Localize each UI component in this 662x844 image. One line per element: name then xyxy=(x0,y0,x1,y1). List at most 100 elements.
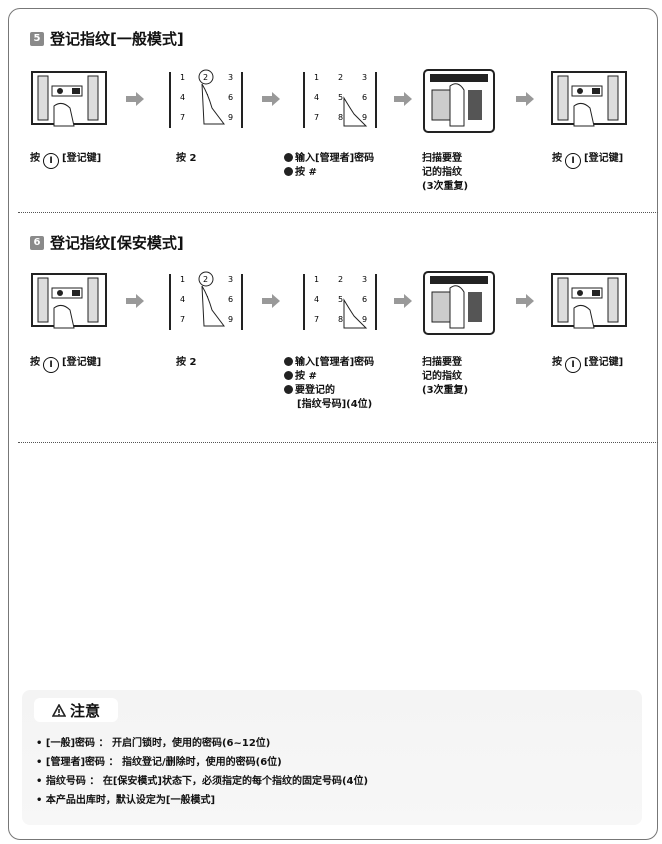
svg-text:1: 1 xyxy=(314,275,319,284)
svg-text:3: 3 xyxy=(228,73,233,82)
keypad-illustration: 123 456 789 xyxy=(169,69,243,128)
section-divider xyxy=(18,212,658,213)
caption-text: 输入[管理者]密码 xyxy=(295,357,375,368)
caption-text: 要登记的 xyxy=(295,385,335,396)
notice-item: 本产品出库时，默认设定为[一般模式] xyxy=(36,791,368,810)
step-caption: 按 2 xyxy=(176,357,197,368)
caption-text: [登记键] xyxy=(62,357,102,368)
step-caption: 输入[管理者]密码 按 # xyxy=(284,152,374,180)
step-caption: 输入[管理者]密码 按 # 要登记的 [指纹号码](4位) xyxy=(284,356,374,412)
section-number-icon: 5 xyxy=(30,31,44,46)
svg-text:8: 8 xyxy=(338,113,343,122)
warning-triangle-icon xyxy=(51,703,66,717)
caption-bullet-line: 要登记的 xyxy=(284,384,374,398)
illus-register-key-end xyxy=(550,270,630,344)
fingerprint-scanner-illustration xyxy=(423,271,495,335)
door-lock-illustration xyxy=(551,273,627,329)
svg-text:5: 5 xyxy=(338,93,343,102)
section-title-normal-mode: 5 登记指纹[一般模式] xyxy=(30,28,184,49)
svg-text:6: 6 xyxy=(362,93,367,102)
notice-list: [一般]密码 ： 开启门锁时，使用的密码(6~12位) [管理者]密码 ： 指纹… xyxy=(36,734,368,810)
bullet-1-icon xyxy=(284,357,293,366)
svg-text:9: 9 xyxy=(362,315,367,324)
section-title-secure-mode: 6 登记指纹[保安模式] xyxy=(30,232,184,253)
step-caption: 扫描要登 记的指纹 (3次重复) xyxy=(422,152,468,194)
svg-text:2: 2 xyxy=(203,275,208,284)
caption-text: [登记键] xyxy=(584,357,624,368)
bullet-3-icon xyxy=(284,385,293,394)
arrow-right-icon xyxy=(516,92,534,106)
svg-text:6: 6 xyxy=(362,295,367,304)
svg-text:4: 4 xyxy=(314,93,319,102)
caption-text: 扫描要登 xyxy=(422,357,462,368)
section-title-text: 登记指纹[保安模式] xyxy=(50,234,184,252)
bullet-2-icon xyxy=(284,167,293,176)
arrow-right-icon xyxy=(126,92,144,106)
section-number-icon: 6 xyxy=(30,235,44,250)
illus-fingerprint-scan xyxy=(420,268,500,346)
svg-text:4: 4 xyxy=(180,295,185,304)
door-lock-illustration xyxy=(31,71,107,127)
svg-text:9: 9 xyxy=(362,113,367,122)
keypad-illustration: 123 456 789 xyxy=(169,271,243,330)
svg-text:7: 7 xyxy=(314,113,319,122)
caption-text: (3次重复) xyxy=(422,181,469,192)
caption-bullet-line: 输入[管理者]密码 xyxy=(284,356,374,370)
svg-text:4: 4 xyxy=(314,295,319,304)
notice-item: [一般]密码 ： 开启门锁时，使用的密码(6~12位) xyxy=(36,734,368,753)
caption-text: 记的指纹 xyxy=(422,167,462,178)
notice-item: [管理者]密码 ： 指纹登记/删除时，使用的密码(6位) xyxy=(36,753,368,772)
svg-text:6: 6 xyxy=(228,93,233,102)
arrow-right-icon xyxy=(262,92,280,106)
caption-bullet-line: 按 # xyxy=(284,166,374,180)
svg-text:1: 1 xyxy=(180,73,185,82)
illus-keypad-2: 123 456 789 xyxy=(166,68,246,142)
caption-text: 扫描要登 xyxy=(422,153,462,164)
section-divider xyxy=(18,442,658,443)
caption-text: [指纹号码](4位) xyxy=(297,399,373,410)
caption-text: [登记键] xyxy=(62,153,102,164)
door-lock-illustration xyxy=(31,273,107,329)
caption-text: 按 xyxy=(552,153,562,164)
svg-text:9: 9 xyxy=(228,315,233,324)
svg-text:7: 7 xyxy=(180,113,185,122)
arrow-right-icon xyxy=(394,294,412,308)
notice-title-text: 注意 xyxy=(69,701,100,720)
svg-text:5: 5 xyxy=(338,295,343,304)
illus-register-key xyxy=(30,68,110,142)
arrow-right-icon xyxy=(126,294,144,308)
illus-register-key-end xyxy=(550,68,630,142)
caption-text: 记的指纹 xyxy=(422,371,462,382)
svg-text:3: 3 xyxy=(228,275,233,284)
svg-text:3: 3 xyxy=(362,73,367,82)
caption-text: 按 # xyxy=(295,167,317,178)
arrow-right-icon xyxy=(394,92,412,106)
svg-text:1: 1 xyxy=(180,275,185,284)
svg-text:1: 1 xyxy=(314,73,319,82)
arrow-right-icon xyxy=(516,294,534,308)
svg-text:9: 9 xyxy=(228,113,233,122)
caption-text: [登记键] xyxy=(584,153,624,164)
step-caption: 扫描要登 记的指纹 (3次重复) xyxy=(422,356,468,398)
notice-title: 注意 xyxy=(34,698,118,722)
svg-text:2: 2 xyxy=(338,275,343,284)
svg-text:3: 3 xyxy=(362,275,367,284)
register-key-circle-icon: I xyxy=(43,357,59,373)
svg-text:4: 4 xyxy=(180,93,185,102)
illus-fingerprint-scan xyxy=(420,66,500,144)
caption-text: 输入[管理者]密码 xyxy=(295,153,375,164)
door-lock-illustration xyxy=(551,71,627,127)
caption-text: 按 xyxy=(552,357,562,368)
caption-text: 按 # xyxy=(295,371,317,382)
illus-keypad-2: 123 456 789 xyxy=(166,270,246,344)
svg-text:8: 8 xyxy=(338,315,343,324)
svg-text:2: 2 xyxy=(203,73,208,82)
fingerprint-scanner-illustration xyxy=(423,69,495,133)
